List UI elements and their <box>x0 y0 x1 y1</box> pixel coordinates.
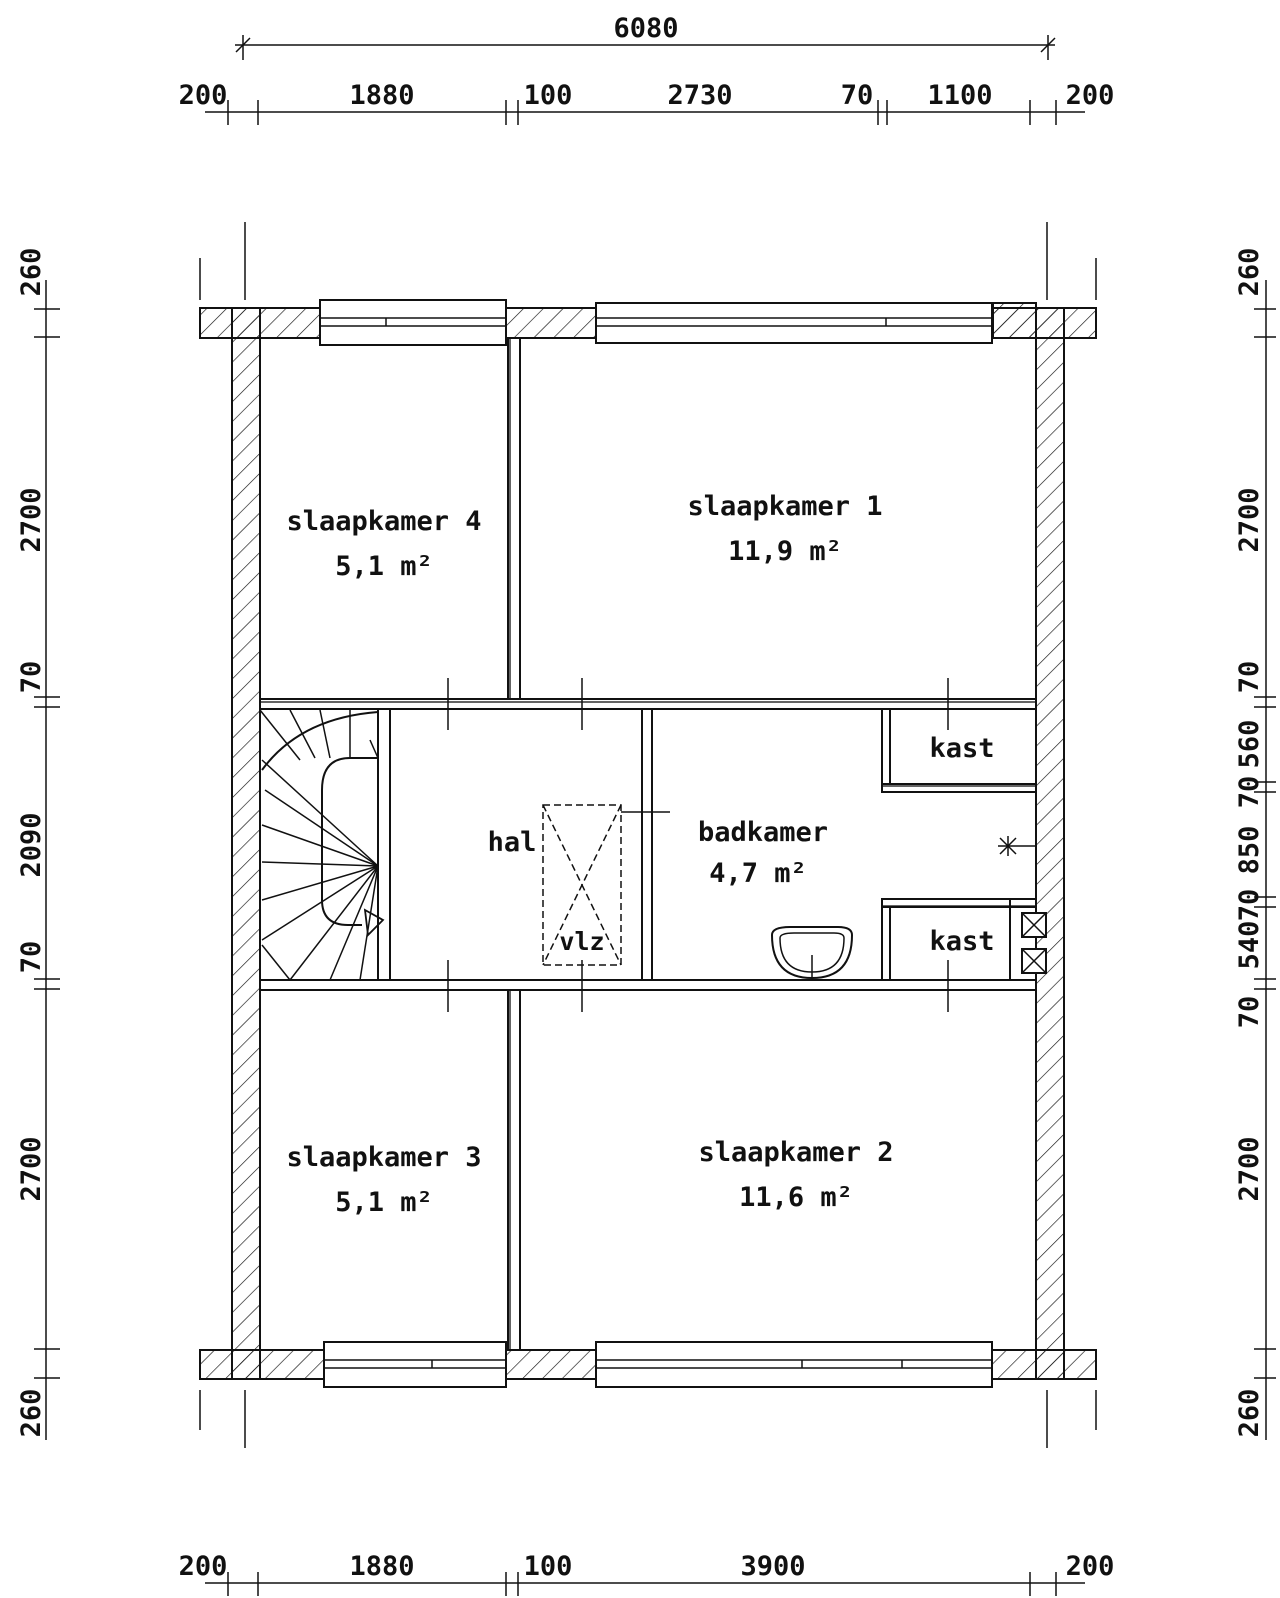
dim-left-5: 70 <box>16 941 47 974</box>
room-label-slaapkamer-1: slaapkamer 1 <box>687 491 882 522</box>
dim-bottom-1: 200 <box>179 1551 228 1582</box>
room-label-vlz: vlz <box>559 927 604 956</box>
room-label-slaapkamer-2: slaapkamer 2 <box>698 1137 893 1168</box>
dim-top-3: 100 <box>524 80 573 111</box>
dim-right-1: 260 <box>1234 248 1265 297</box>
dim-bottom-2: 1880 <box>349 1551 414 1582</box>
interior-walls <box>259 337 1047 1351</box>
bottom-dimension-lines <box>205 1572 1085 1596</box>
dim-bottom-4: 3900 <box>740 1551 805 1582</box>
room-label-slaapkamer-4: slaapkamer 4 <box>286 506 481 537</box>
room-label-hal: hal <box>488 827 537 858</box>
dim-right-10: 2700 <box>1234 1136 1265 1201</box>
dim-left-2: 2700 <box>16 487 47 552</box>
dim-left-4: 2090 <box>16 812 47 877</box>
left-dimension-lines <box>34 280 60 1440</box>
dim-top-overall: 6080 <box>613 13 678 44</box>
bathroom-fixtures <box>770 836 1036 980</box>
dim-top-2: 1880 <box>349 80 414 111</box>
dim-bottom-3: 100 <box>524 1551 573 1582</box>
staircase <box>259 709 385 981</box>
room-label-kast-top: kast <box>929 733 994 764</box>
room-area-slaapkamer-1: 11,9 m² <box>728 536 842 567</box>
dim-right-2: 2700 <box>1234 487 1265 552</box>
axis-lines <box>199 222 1097 1448</box>
dim-right-9: 70 <box>1234 996 1265 1029</box>
dim-top-1: 200 <box>179 80 228 111</box>
room-area-slaapkamer-4: 5,1 m² <box>335 551 433 582</box>
dim-right-6: 850 <box>1234 826 1265 875</box>
dim-top-6: 1100 <box>927 80 992 111</box>
dim-right-4: 560 <box>1234 720 1265 769</box>
room-label-slaapkamer-3: slaapkamer 3 <box>286 1142 481 1173</box>
dim-top-4: 2730 <box>667 80 732 111</box>
room-label-kast-bottom: kast <box>929 926 994 957</box>
dim-top-5: 70 <box>841 80 874 111</box>
top-dimension-lines <box>205 35 1085 125</box>
room-area-badkamer: 4,7 m² <box>709 858 807 889</box>
dim-right-7: 70 <box>1234 889 1265 922</box>
dim-left-3: 70 <box>16 661 47 694</box>
right-dimension-lines <box>1254 280 1276 1440</box>
dim-bottom-5: 200 <box>1066 1551 1115 1582</box>
door-markers <box>447 678 949 1012</box>
dim-left-1: 260 <box>16 248 47 297</box>
dim-left-7: 260 <box>16 1389 47 1438</box>
dim-left-6: 2700 <box>16 1136 47 1201</box>
dim-top-7: 200 <box>1066 80 1115 111</box>
dim-right-8: 540 <box>1234 921 1265 970</box>
windows <box>319 299 1037 1388</box>
drain-icon <box>998 836 1036 856</box>
dim-right-3: 70 <box>1234 661 1265 694</box>
room-area-slaapkamer-2: 11,6 m² <box>739 1182 853 1213</box>
room-area-slaapkamer-3: 5,1 m² <box>335 1187 433 1218</box>
room-label-badkamer: badkamer <box>698 817 828 848</box>
dim-right-11: 260 <box>1234 1389 1265 1438</box>
dim-right-5: 70 <box>1234 776 1265 809</box>
